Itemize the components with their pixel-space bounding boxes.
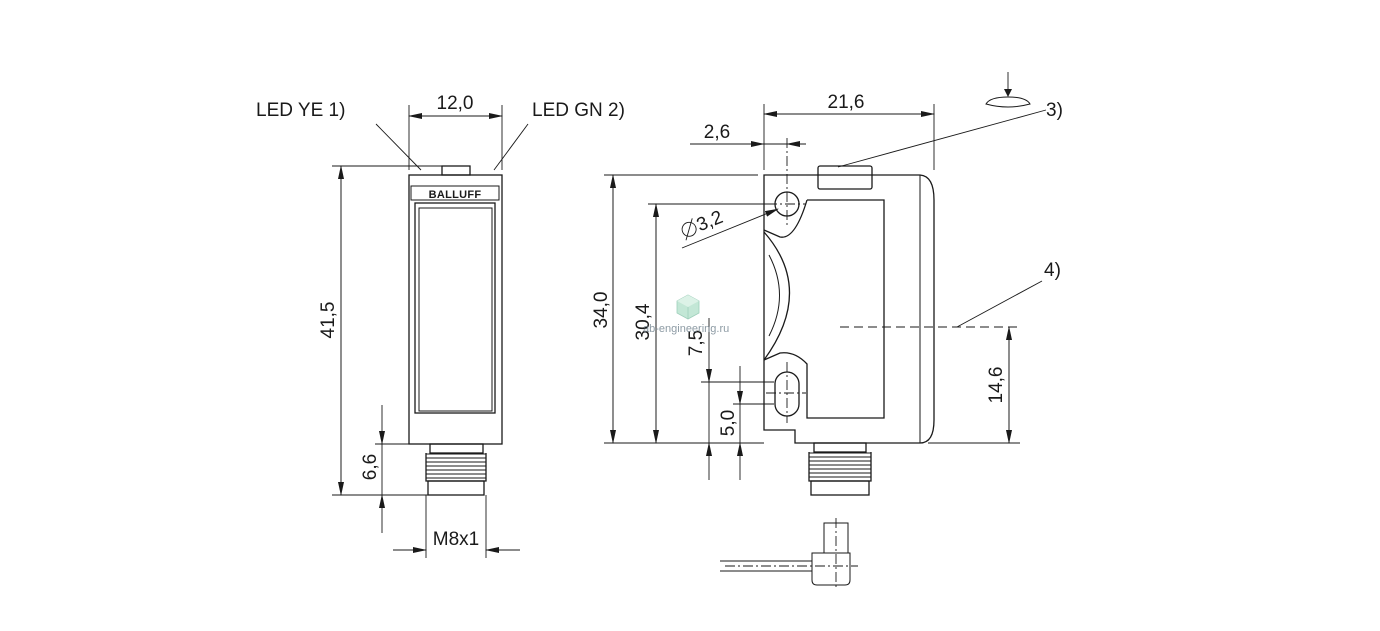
dim-height-side: 34,0: [591, 174, 764, 444]
mounting-hole: [767, 138, 806, 226]
svg-text:21,6: 21,6: [828, 92, 865, 113]
front-lens-outer: [414, 202, 496, 414]
balluff-logo: BALLUFF: [410, 185, 500, 201]
dim-optical-axis: 14,6: [928, 326, 1020, 444]
svg-text:LED YE 1): LED YE 1): [256, 100, 345, 121]
front-housing-outline: [408, 174, 503, 445]
dim-slot-bottom: 5,0: [718, 366, 774, 480]
svg-text:BALLUFF: BALLUFF: [429, 189, 482, 201]
dim-connector-length: 6,6: [360, 405, 409, 533]
front-view: BALLUFF 12,0 LED YE 1) LED GN 2): [256, 93, 625, 558]
dim-slot-offset: 7,5: [686, 318, 774, 480]
watermark-logo-icon: [676, 294, 700, 320]
svg-text:4): 4): [1044, 260, 1061, 281]
dim-height-total: 41,5: [318, 165, 442, 496]
led-gn-leader: LED GN 2): [493, 100, 625, 171]
front-top-button: [441, 165, 471, 176]
mounting-slot: [766, 362, 806, 423]
side-view: 21,6 2,6 3,2 34,0: [591, 72, 1063, 590]
dim-hole-spacing: 30,4: [633, 203, 770, 444]
svg-text:M8x1: M8x1: [433, 529, 479, 550]
dim-width-side: 21,6: [763, 92, 935, 170]
angled-connector: [720, 518, 858, 590]
watermark: ab-engineering.ru: [643, 294, 729, 335]
svg-text:3): 3): [1046, 100, 1063, 121]
note-4-leader: 4): [956, 260, 1061, 328]
svg-text:7,5: 7,5: [686, 330, 707, 356]
svg-text:2,6: 2,6: [704, 122, 730, 143]
front-connector: [425, 443, 487, 496]
dim-hole-diameter: 3,2: [681, 207, 779, 249]
svg-text:30,4: 30,4: [633, 303, 654, 340]
dim-width-front: 12,0: [408, 93, 503, 170]
side-connector: [808, 442, 872, 496]
dim-thread: M8x1: [393, 495, 520, 558]
front-lens-inner: [418, 207, 493, 412]
svg-text:5,0: 5,0: [718, 410, 739, 436]
push-button-symbol: [985, 72, 1031, 108]
svg-text:6,6: 6,6: [360, 454, 381, 480]
svg-text:12,0: 12,0: [437, 93, 474, 114]
dim-hole-offset: 2,6: [690, 122, 806, 147]
side-recess: [763, 199, 885, 419]
svg-text:ab-engineering.ru: ab-engineering.ru: [643, 323, 729, 335]
led-ye-leader: LED YE 1): [256, 100, 422, 171]
side-top-button: [817, 165, 873, 190]
svg-text:41,5: 41,5: [318, 302, 339, 339]
note-3-leader: 3): [837, 72, 1063, 168]
svg-text:LED GN 2): LED GN 2): [532, 100, 625, 121]
svg-text:34,0: 34,0: [591, 292, 612, 329]
svg-text:14,6: 14,6: [986, 367, 1007, 404]
